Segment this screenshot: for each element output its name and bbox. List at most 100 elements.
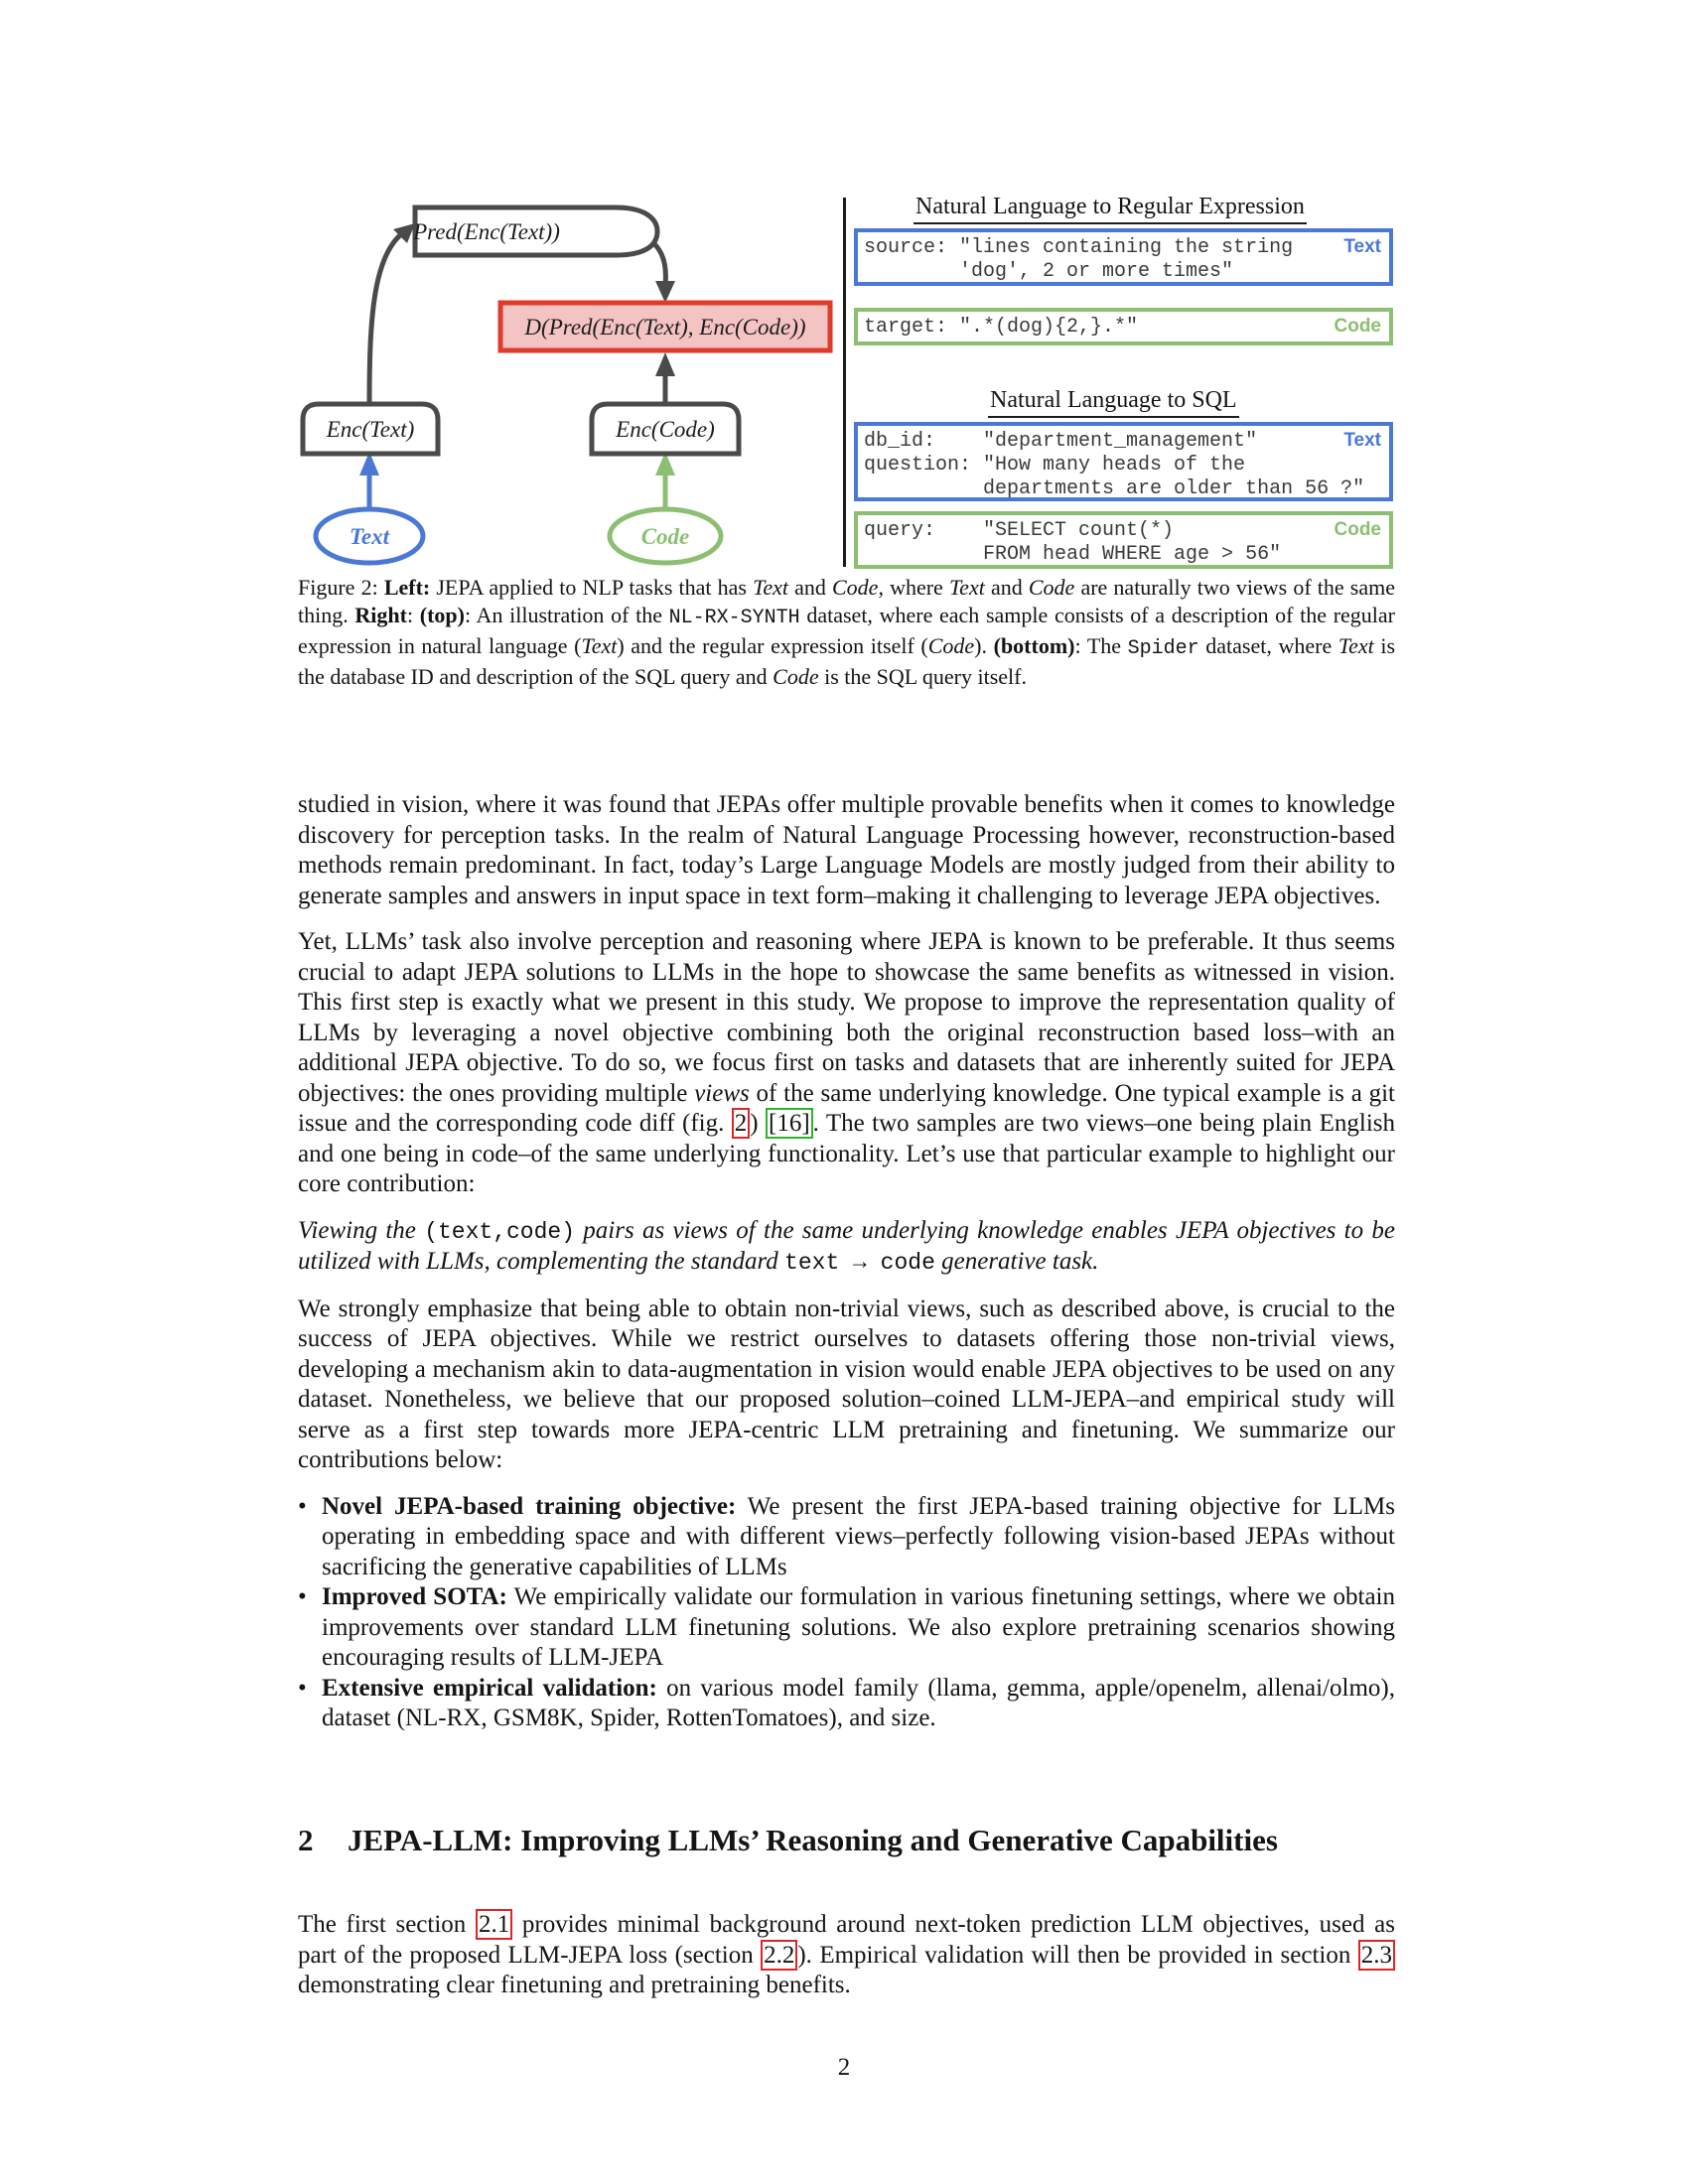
list-item-title: Improved SOTA: [322, 1583, 507, 1610]
bullet-icon: • [298, 1674, 307, 1702]
d-node [497, 300, 833, 353]
regex-target-text: target: ".*(dog){2,}.*" [864, 316, 1139, 339]
figure-divider [843, 198, 846, 567]
paragraph-text: provides minimal background around next-… [298, 1911, 1396, 1969]
figure-caption: Figure 2: Left: JEPA applied to NLP task… [298, 574, 1395, 691]
caption-dataset: NL-RX-SYNTH [668, 607, 800, 629]
arrowhead-pred [393, 223, 415, 243]
sql-question-text: db_id: "department_management" question:… [864, 430, 1365, 500]
contribution-text: generative task. [934, 1248, 1099, 1275]
caption-math: Text [581, 633, 618, 658]
paragraph-text: ). Empirical validation will then be pro… [797, 1941, 1358, 1969]
caption-math: Code [832, 575, 879, 600]
sql-panel-title: Natural Language to SQL [988, 387, 1239, 418]
paragraph-text: The first section [298, 1911, 476, 1938]
code-tag: Code [1334, 519, 1382, 540]
jepa-diagram: Pred(Enc(Text)) D(Pred(Enc(Text), Enc(Co… [300, 205, 833, 566]
contribution-text: pairs as views of the same underlying kn… [298, 1216, 1396, 1276]
figure-2: Pred(Enc(Text)) D(Pred(Enc(Text), Enc(Co… [298, 194, 1395, 571]
section-ref-link[interactable]: 2.1 [475, 1909, 513, 1940]
figure-ref-link[interactable]: 2 [731, 1108, 751, 1139]
enc-code-node [589, 401, 742, 457]
regex-source-box: source: "lines containing the string 'do… [854, 228, 1393, 286]
d-node-label: D(Pred(Enc(Text), Enc(Code)) [523, 315, 805, 340]
pred-node-label: Pred(Enc(Text)) [412, 219, 560, 244]
contribution-code: text → code [784, 1250, 935, 1276]
caption-text: is the database ID and description of th… [298, 633, 1396, 689]
section-heading: 2 JEPA-LLM: Improving LLMs’ Reasoning and… [298, 1823, 1395, 1858]
paragraph: Yet, LLMs’ task also involve perception … [298, 927, 1395, 1200]
caption-text: ) and the regular expression itself ( [617, 633, 928, 658]
paragraph-text: ) [750, 1110, 767, 1137]
contribution-text: Viewing the [298, 1216, 425, 1244]
caption-text: dataset, where each sample consists of a… [298, 603, 1395, 658]
section-title: JEPA-LLM: Improving LLMs’ Reasoning and … [348, 1823, 1278, 1857]
text-tag: Text [1343, 430, 1381, 451]
paragraph-text: . The two samples are two views–one bein… [298, 1110, 1395, 1197]
list-item-text: We present the first JEPA-based training… [322, 1492, 1395, 1580]
list-item-title: Extensive empirical validation: [322, 1674, 657, 1702]
paragraph-text: of the same underlying knowledge. One ty… [298, 1079, 1395, 1138]
body-text: studied in vision, where it was found th… [298, 790, 1395, 1734]
caption-text: JEPA applied to NLP tasks that has [430, 575, 754, 600]
arrowhead-enc-code [655, 452, 675, 476]
paragraph-text: demonstrating clear finetuning and pretr… [298, 1972, 851, 1998]
list-item-title: Novel JEPA-based training objective: [322, 1492, 737, 1520]
paragraph: studied in vision, where it was found th… [298, 791, 1395, 909]
caption-math: Text [1337, 633, 1374, 658]
arrowhead-enc-text [359, 452, 379, 476]
arrowhead-d [655, 281, 675, 303]
regex-source-text: source: "lines containing the string 'do… [864, 236, 1294, 283]
page-number: 2 [837, 2054, 851, 2081]
list-item: • Novel JEPA-based training objective: We… [298, 1492, 1395, 1583]
caption-text: ). [974, 633, 994, 658]
arrow-enc-text-to-pred [366, 228, 407, 405]
bullet-icon: • [298, 1583, 307, 1610]
caption-text: , where [878, 575, 949, 600]
sql-query-text: query: "SELECT count(*) FROM head WHERE … [864, 519, 1282, 566]
section-intro: The first section 2.1 provides minimal b… [298, 1909, 1396, 2001]
list-item-text: We empirically validate our formulation … [322, 1583, 1395, 1671]
bullet-icon: • [298, 1492, 307, 1520]
caption-text: : The [1074, 633, 1128, 658]
text-node-label: Text [350, 524, 390, 549]
pred-node [412, 205, 660, 258]
regex-target-box: target: ".*(dog){2,}.*" Code [854, 308, 1393, 345]
enc-text-label: Enc(Text) [326, 417, 415, 442]
caption-left: Left: [383, 575, 431, 600]
enc-text-node [300, 401, 441, 457]
sql-question-box: db_id: "department_management" question:… [854, 422, 1393, 501]
regex-panel-title: Natural Language to Regular Expression [914, 194, 1307, 224]
caption-math: Text [948, 575, 985, 600]
enc-code-label: Enc(Code) [615, 417, 715, 442]
caption-math: Code [1028, 575, 1075, 600]
caption-math: Text [753, 575, 788, 600]
list-item: • Improved SOTA: We empirically validate … [298, 1582, 1395, 1674]
caption-right: Right [354, 603, 407, 627]
caption-text: dataset, where [1198, 633, 1338, 658]
caption-dataset: Spider [1127, 637, 1199, 660]
code-node [607, 506, 724, 566]
section-ref-link[interactable]: 2.3 [1357, 1939, 1395, 1971]
section-number: 2 [298, 1823, 314, 1857]
paragraph: We strongly emphasize that being able to… [298, 1295, 1395, 1474]
contribution-code: (text,code) [424, 1218, 576, 1245]
caption-text: : [406, 603, 420, 627]
caption-math: Code [773, 664, 819, 689]
caption-label: Figure 2: [298, 575, 384, 600]
caption-text: and [787, 575, 832, 600]
caption-bottom: (bottom) [993, 633, 1075, 658]
text-tag: Text [1343, 236, 1381, 257]
code-node-label: Code [641, 524, 690, 549]
emphasis: views [694, 1079, 750, 1107]
list-item-text: on various model family (llama, gemma, a… [322, 1674, 1395, 1732]
paragraph-text: Yet, LLMs’ task also involve perception … [298, 928, 1395, 1107]
caption-text: : An illustration of the [464, 603, 669, 627]
arrowhead-d-up [655, 352, 675, 376]
contribution-statement: Viewing the (text,code) pairs as views o… [298, 1216, 1395, 1279]
list-item: • Extensive empirical validation: on vari… [298, 1674, 1395, 1734]
text-node [313, 506, 426, 566]
section-ref-link[interactable]: 2.2 [761, 1939, 798, 1971]
citation-link[interactable]: [16] [766, 1108, 813, 1139]
caption-math: Code [927, 633, 975, 658]
